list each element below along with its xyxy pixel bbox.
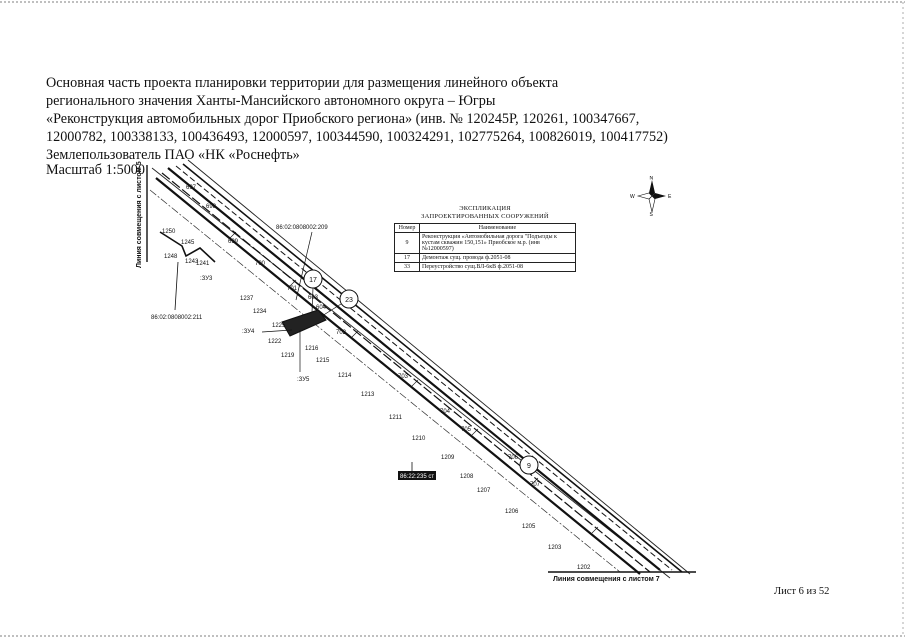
picket: 699 bbox=[228, 239, 239, 245]
legend-title-2: ЗАПРОЕКТИРОВАННЫХ СООРУЖЕНИЙ bbox=[421, 213, 549, 220]
legend-row-num: 9 bbox=[394, 232, 420, 254]
picket: 1234 bbox=[253, 309, 267, 315]
picket: 1209 bbox=[441, 455, 455, 461]
header: Основная часть проекта планировки террит… bbox=[46, 74, 876, 164]
picket: 706 bbox=[508, 455, 519, 461]
zone-zu5: :ЗУ5 bbox=[297, 377, 310, 383]
branch-road bbox=[159, 231, 216, 263]
callout-9 bbox=[519, 455, 539, 475]
road-line-4 bbox=[175, 165, 673, 571]
legend-title-1: ЭКСПЛИКАЦИЯ bbox=[459, 205, 511, 212]
legend-col-name: Наименование bbox=[419, 223, 576, 233]
label-1250: 1250 bbox=[162, 229, 176, 235]
leader-23 bbox=[321, 303, 342, 317]
picket: 701 bbox=[287, 286, 298, 292]
header-line-1: Основная часть проекта планировки террит… bbox=[46, 75, 559, 91]
picket: 1237 bbox=[240, 296, 254, 302]
scale-label: Масштаб 1:5000 bbox=[46, 162, 145, 178]
compass-rose-icon: N S W E bbox=[630, 176, 672, 216]
compass: N S W E bbox=[630, 176, 674, 216]
callout-23 bbox=[339, 289, 359, 309]
corridor-edge-right bbox=[187, 159, 691, 575]
picket: 1219 bbox=[281, 353, 295, 359]
table-row: 9 Реконструкция «Автомобильная дорога "П… bbox=[394, 232, 576, 254]
legend-table: Номер Наименование 9 Реконструкция «Авто… bbox=[394, 223, 576, 272]
legend-row-name: Переустройство сущ.ВЛ-6кВ ф.2051-08 bbox=[419, 262, 576, 272]
compass-w: W bbox=[630, 194, 635, 200]
legend-row-name: Демонтаж сущ. провода ф.2051-08 bbox=[419, 253, 576, 263]
callout-9-label: 9 bbox=[527, 463, 531, 470]
road-line-3 bbox=[167, 167, 661, 571]
picket: 1241 bbox=[196, 261, 210, 267]
match-label-top: Линия совмещения с листом 5 bbox=[136, 161, 143, 268]
legend: ЭКСПЛИКАЦИЯ ЗАПРОЕКТИРОВАННЫХ СООРУЖЕНИЙ… bbox=[394, 205, 576, 272]
picket: 1245 bbox=[181, 240, 195, 246]
picket: 697 bbox=[186, 185, 197, 191]
label-604: 604 bbox=[316, 305, 327, 311]
legend-row-num: 33 bbox=[394, 262, 420, 272]
label-1248: 1248 bbox=[164, 254, 178, 260]
picket: 1225 bbox=[272, 323, 286, 329]
picket: 1214 bbox=[338, 373, 352, 379]
picket: 707 bbox=[530, 482, 541, 488]
picket: 1211 bbox=[389, 415, 403, 421]
picket: 1213 bbox=[361, 392, 375, 398]
axis-line bbox=[149, 189, 621, 573]
pickets-upper: 697 698 699 700 701 702 703 704 705 706 … bbox=[186, 185, 541, 488]
table-row: 33 Переустройство сущ.ВЛ-6кВ ф.2051-08 bbox=[394, 262, 576, 272]
picket: 703 bbox=[398, 374, 409, 380]
road-line-2 bbox=[161, 172, 651, 573]
road-line-1 bbox=[155, 177, 641, 575]
legend-header-row: Номер Наименование bbox=[394, 223, 576, 233]
sheet-number: Лист 6 из 52 bbox=[774, 586, 830, 597]
crossing-structure bbox=[281, 309, 327, 337]
picket: 1206 bbox=[505, 509, 519, 515]
black-box-label: 86:22:235 ст bbox=[400, 474, 434, 480]
zone-zu4: :ЗУ4 bbox=[242, 329, 255, 335]
table-row: 17 Демонтаж сущ. провода ф.2051-08 bbox=[394, 253, 576, 263]
picket: 704 bbox=[440, 409, 451, 415]
corridor-ticks bbox=[229, 231, 599, 534]
picket: 1207 bbox=[477, 488, 491, 494]
match-label-bottom: Линия совмещения с листом 7 bbox=[553, 576, 660, 583]
label-603: 603 bbox=[308, 295, 319, 301]
zone-zu3: :ЗУ3 bbox=[200, 276, 213, 282]
callout-17-label: 17 bbox=[309, 277, 317, 284]
picket: 1202 bbox=[577, 565, 591, 571]
picket: 1205 bbox=[522, 524, 536, 530]
leader-17 bbox=[311, 287, 314, 313]
picket: 1203 bbox=[548, 545, 562, 551]
legend-col-num: Номер bbox=[394, 223, 420, 233]
road-line-5 bbox=[182, 163, 683, 573]
header-line-2: регионального значения Ханты-Мансийского… bbox=[46, 93, 496, 109]
header-line-5: Землепользователь ПАО «НК «Роснефть» bbox=[46, 147, 300, 163]
legend-row-name: Реконструкция «Автомобильная дорога "Под… bbox=[419, 232, 576, 254]
cadastral-209: 86:02:0808002:209 bbox=[276, 225, 328, 231]
cadastral-211: 86:02:0808002:211 bbox=[151, 315, 203, 321]
picket: 1215 bbox=[316, 358, 330, 364]
leader-211 bbox=[174, 261, 179, 311]
compass-e: E bbox=[668, 194, 672, 200]
picket: 1210 bbox=[412, 436, 426, 442]
callout-23-label: 23 bbox=[345, 297, 353, 304]
picket: 702 bbox=[336, 330, 347, 336]
picket: 1222 bbox=[268, 339, 282, 345]
picket: 705 bbox=[461, 427, 472, 433]
picket: 1243 bbox=[185, 259, 199, 265]
corridor-edge-left bbox=[151, 167, 671, 579]
picket: 1208 bbox=[460, 474, 474, 480]
leader-209 bbox=[295, 231, 313, 301]
pickets-lower: 1245 1243 1241 1237 1234 1225 1222 1219 … bbox=[181, 240, 591, 571]
picket: 700 bbox=[255, 261, 266, 267]
header-line-4: 12000782, 100338133, 100436493, 12000597… bbox=[46, 129, 668, 145]
picket: 1216 bbox=[305, 346, 319, 352]
black-box bbox=[398, 471, 436, 480]
compass-n: N bbox=[650, 176, 654, 182]
leader-zu4 bbox=[261, 329, 293, 333]
compass-s: S bbox=[650, 212, 654, 216]
legend-row-num: 17 bbox=[394, 253, 420, 263]
picket: 698 bbox=[206, 204, 217, 210]
header-line-3: «Реконструкция автомобильных дорог Приоб… bbox=[46, 111, 640, 127]
